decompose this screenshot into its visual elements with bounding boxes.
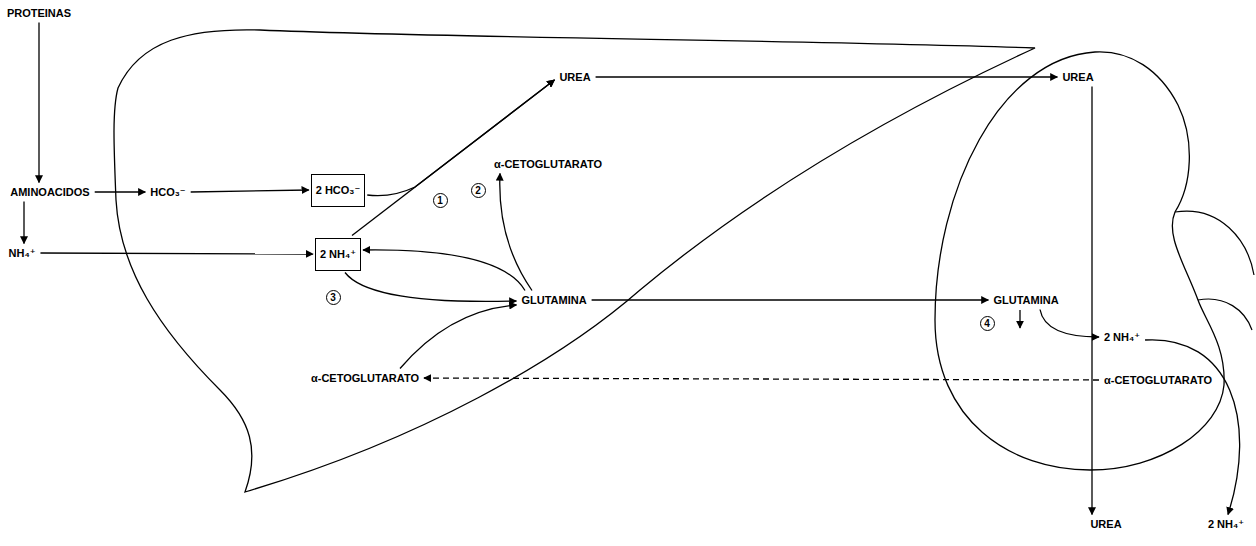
reaction-arrow — [40, 253, 312, 254]
compound-name: 2 NH₄⁺ — [1104, 331, 1140, 344]
reaction-arrow — [1040, 310, 1099, 338]
reaction-arrow — [191, 190, 309, 192]
compound-label: HCO₃⁻ — [148, 186, 187, 199]
compound-label: UREA — [557, 71, 592, 84]
liver-outline — [114, 30, 1035, 492]
compound-label: GLUTAMINA — [991, 294, 1060, 307]
compound-label: UREA — [1088, 518, 1123, 531]
reaction-arrow — [367, 80, 554, 196]
reaction-arrow — [345, 273, 516, 302]
callout-number: 1 — [433, 193, 448, 208]
compound-name: NH₄⁺ — [9, 247, 36, 260]
boxed-compound: 2 NH₄⁺ — [315, 238, 361, 271]
compound-label: PROTEINAS — [5, 7, 73, 20]
compound-name: GLUTAMINA — [521, 294, 586, 307]
ureter-line — [1198, 299, 1252, 330]
compound-name: UREA — [1090, 518, 1121, 531]
compound-name: α-CETOGLUTARATO — [311, 372, 419, 385]
compound-label: 2 NH₄⁺ — [1102, 331, 1142, 344]
ureter-line — [1175, 211, 1254, 275]
kidney-outline — [935, 52, 1224, 470]
compound-label: 2 NH₄⁺ — [1206, 518, 1246, 531]
compound-name: 2 NH₄⁺ — [1208, 518, 1244, 531]
compound-label: AMINOACIDOS — [8, 186, 91, 199]
callout-number: 2 — [471, 183, 486, 198]
reaction-arrow — [23, 202, 24, 244]
boxed-compound: 2 HCO₃⁻ — [311, 174, 366, 207]
compound-name: AMINOACIDOS — [10, 186, 89, 199]
callout-number: 4 — [980, 316, 995, 331]
reaction-arrow — [38, 23, 39, 183]
compound-name: α-CETOGLUTARATO — [494, 158, 602, 171]
compound-name: GLUTAMINA — [993, 294, 1058, 307]
compound-label: α-CETOGLUTARATO — [492, 158, 604, 171]
reaction-arrow — [1019, 310, 1020, 328]
reaction-arrow — [363, 250, 525, 291]
reaction-arrow — [592, 299, 989, 300]
compound-label: α-CETOGLUTARATO — [1102, 374, 1214, 387]
reaction-arrow — [500, 174, 532, 291]
callout-number: 3 — [326, 290, 341, 305]
reaction-arrow — [1091, 87, 1092, 515]
reaction-arrow — [95, 191, 146, 192]
compound-name: 2 HCO₃⁻ — [316, 184, 361, 197]
compound-name: UREA — [559, 71, 590, 84]
compound-name: α-CETOGLUTARATO — [1104, 374, 1212, 387]
compound-label: UREA — [1060, 71, 1095, 84]
compound-label: NH₄⁺ — [7, 247, 38, 260]
reaction-arrow — [400, 305, 516, 369]
compound-name: HCO₃⁻ — [150, 186, 185, 199]
reaction-arrow — [1145, 340, 1240, 515]
compound-label: α-CETOGLUTARATO — [309, 372, 421, 385]
compound-name: UREA — [1062, 71, 1093, 84]
reaction-arrow — [596, 76, 1058, 77]
compound-name: PROTEINAS — [7, 7, 71, 20]
reaction-arrow — [424, 378, 1099, 380]
compound-label: GLUTAMINA — [519, 294, 588, 307]
compound-name: 2 NH₄⁺ — [320, 248, 356, 261]
